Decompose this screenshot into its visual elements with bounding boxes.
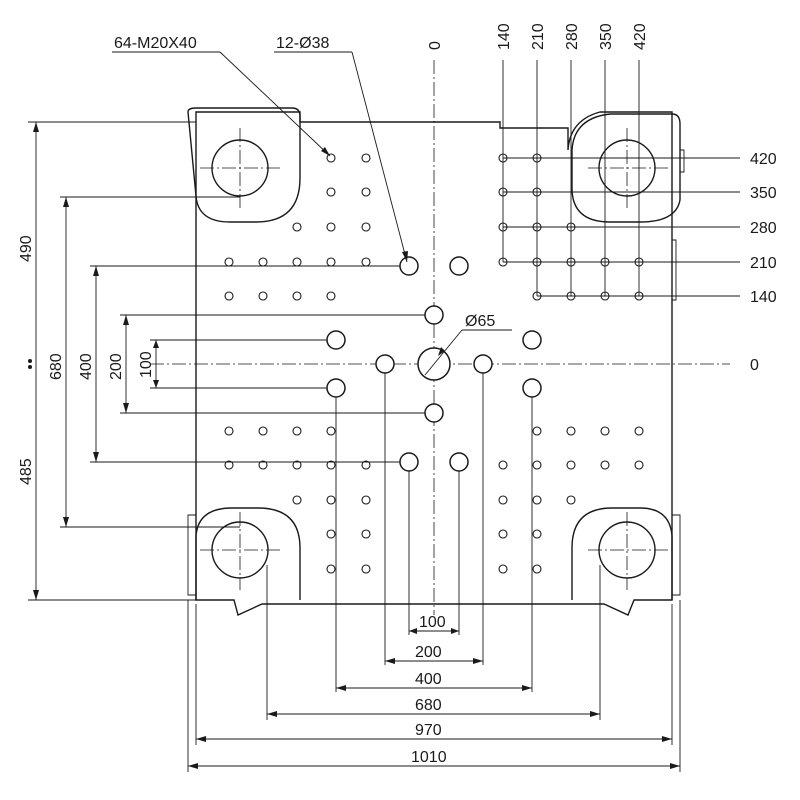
top-label-280: 280 xyxy=(564,23,581,50)
tiebar-boss-top-right-tab xyxy=(680,149,685,173)
right-label-280: 280 xyxy=(750,220,777,237)
dim-200-bottom: 200 xyxy=(415,644,442,661)
threaded-hole-group-bottom-left xyxy=(224,426,371,574)
dim-490: 490 xyxy=(18,235,35,262)
dim-680-left: 680 xyxy=(48,353,65,380)
callout-labels: 64-M20X40 12-Ø38 Ø65 xyxy=(114,35,495,330)
dim-970-bottom: 970 xyxy=(415,722,442,739)
bolt-holes-callout: 12-Ø38 xyxy=(276,35,329,52)
left-dimension-labels: 490 485 680 400 200 100 xyxy=(18,235,155,485)
platen-outline xyxy=(187,107,685,616)
top-label-420: 420 xyxy=(632,23,649,50)
top-reference-lines xyxy=(502,60,640,296)
right-edge-step xyxy=(672,239,677,301)
tiebar-boss-top-right xyxy=(571,113,681,223)
platen-body xyxy=(195,111,673,616)
tiebar-boss-bottom-right xyxy=(571,507,673,600)
top-label-210: 210 xyxy=(530,23,547,50)
dim-100-bottom: 100 xyxy=(419,614,446,631)
right-reference-lines xyxy=(503,157,740,297)
leader-lines xyxy=(112,51,512,376)
tiebar-boss-top-left xyxy=(187,107,301,223)
guide-rail-left xyxy=(187,514,197,596)
right-coordinate-labels: 420 350 280 210 140 0 xyxy=(750,151,777,374)
right-label-0: 0 xyxy=(750,357,759,374)
tiebar-hole-top-right xyxy=(598,139,656,197)
top-label-350: 350 xyxy=(598,23,615,50)
top-label-0: 0 xyxy=(427,41,444,50)
right-label-350: 350 xyxy=(750,185,777,202)
tiebar-hole-bottom-right xyxy=(598,521,656,579)
tiebar-boss-bottom-left xyxy=(195,507,301,600)
dim-100-left: 100 xyxy=(138,351,155,378)
tiebar-hole-top-left xyxy=(211,139,269,197)
tiebar-holes xyxy=(211,139,656,579)
right-label-210: 210 xyxy=(750,255,777,272)
dim-1010-bottom: 1010 xyxy=(411,749,447,766)
threaded-hole-group-bottom-right xyxy=(498,426,644,574)
tiebar-hole-bottom-left xyxy=(211,521,269,579)
dim-680-bottom: 680 xyxy=(415,697,442,714)
center-lines xyxy=(150,60,730,615)
right-label-140: 140 xyxy=(750,289,777,306)
top-label-140: 140 xyxy=(496,23,513,50)
top-coordinate-labels: 0 140 210 280 350 420 xyxy=(427,23,649,50)
dimension-arrows xyxy=(33,122,680,769)
dim-400-left: 400 xyxy=(78,353,95,380)
center-hole-callout: Ø65 xyxy=(465,313,495,330)
dim-400-bottom: 400 xyxy=(415,671,442,688)
threaded-hole-group-top-left xyxy=(224,153,371,301)
dim-485: 485 xyxy=(18,458,35,485)
threaded-holes-callout: 64-M20X40 xyxy=(114,35,197,52)
right-label-420: 420 xyxy=(750,151,777,168)
dim-200-left: 200 xyxy=(108,353,125,380)
bottom-dimension-lines xyxy=(187,373,681,772)
bottom-dimension-labels: 100 200 400 680 970 1010 xyxy=(411,614,447,766)
guide-rail-right xyxy=(671,514,681,596)
left-dimension-lines xyxy=(28,121,425,601)
